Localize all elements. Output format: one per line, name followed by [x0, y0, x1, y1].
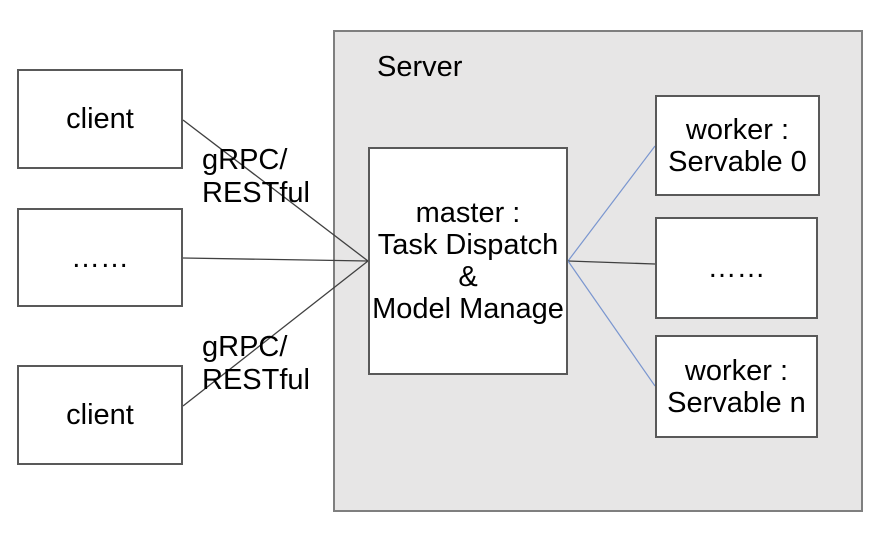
- connector-client-bottom-to-master: [182, 260, 369, 407]
- worker-box-servable-0-line2: Servable 0: [668, 145, 807, 178]
- edge-label-grpc-top-line2: RESTful: [202, 177, 310, 209]
- client-box-top: client: [17, 69, 183, 169]
- server-panel-title: Server: [377, 51, 463, 83]
- worker-box-servable-n-line2: Servable n: [667, 386, 806, 419]
- edge-label-grpc-top: gRPC/ RESTful: [202, 144, 310, 210]
- connector-master-to-worker-bottom: [567, 260, 656, 387]
- client-box-bottom-label: client: [66, 399, 134, 431]
- master-box-line1: master :: [415, 197, 521, 229]
- edge-label-grpc-top-line1: gRPC/: [202, 144, 288, 176]
- master-box-line3: &: [458, 261, 478, 293]
- workers-ellipsis-label: ……: [707, 252, 766, 284]
- edge-label-grpc-bottom-line1: gRPC/: [202, 331, 288, 363]
- clients-ellipsis-label: ……: [71, 241, 129, 274]
- client-box-top-label: client: [66, 103, 134, 135]
- connector-master-to-worker-top: [567, 145, 656, 262]
- edge-label-grpc-bottom: gRPC/ RESTful: [202, 331, 310, 397]
- connector-client-top-to-master: [182, 119, 369, 262]
- master-box: master : Task Dispatch & Model Manage: [368, 147, 568, 375]
- client-box-bottom: client: [17, 365, 183, 465]
- worker-box-servable-0: worker : Servable 0: [655, 95, 820, 196]
- clients-ellipsis-box: ……: [17, 208, 183, 307]
- connector-client-middle-to-master: [182, 257, 369, 262]
- worker-box-servable-n: worker : Servable n: [655, 335, 818, 438]
- master-box-line4: Model Manage: [372, 293, 564, 325]
- edge-label-grpc-bottom-line2: RESTful: [202, 364, 310, 396]
- worker-box-servable-0-line1: worker :: [685, 113, 790, 146]
- master-box-line2: Task Dispatch: [377, 229, 559, 261]
- connector-master-to-worker-middle: [567, 260, 656, 265]
- workers-ellipsis-box: ……: [655, 217, 818, 319]
- worker-box-servable-n-line1: worker :: [684, 354, 789, 387]
